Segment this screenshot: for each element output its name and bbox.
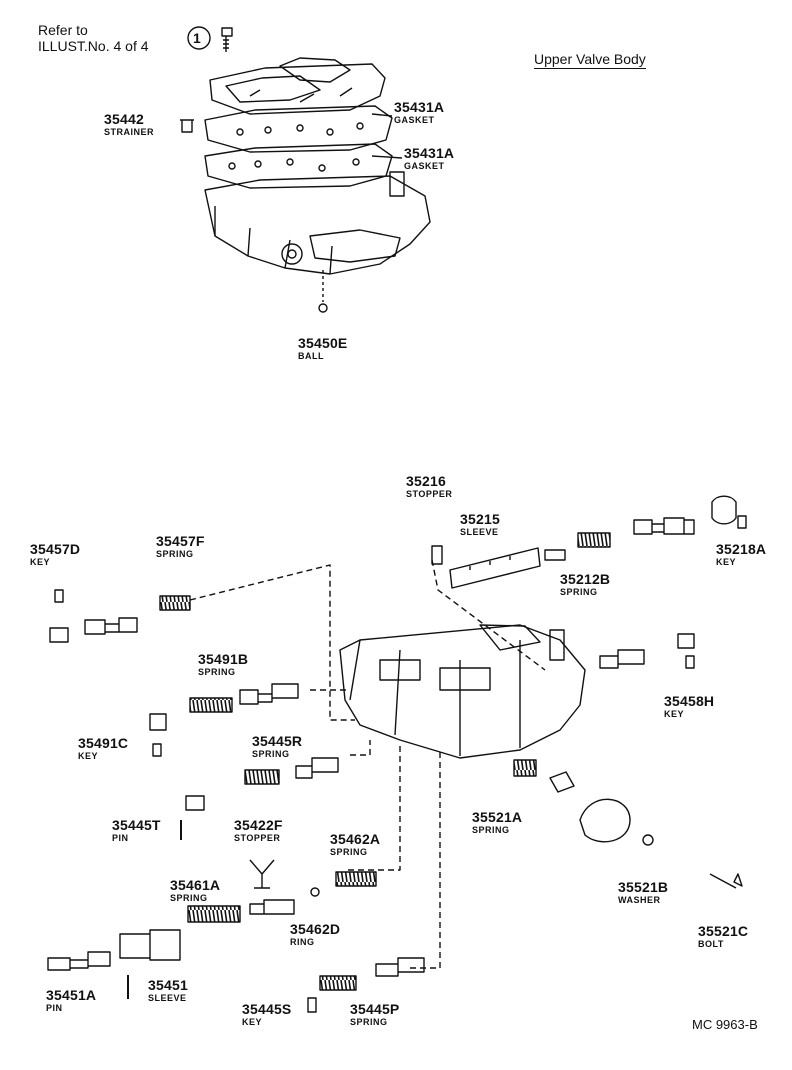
refer-line-1: Refer to xyxy=(38,22,88,38)
plug-35458-icon xyxy=(677,633,695,649)
ref-marker-number: 1 xyxy=(193,30,201,46)
page-title: Upper Valve Body xyxy=(534,51,646,69)
valve-35451-icon xyxy=(47,951,111,971)
valve-35491-icon xyxy=(239,683,299,705)
strainer-icon xyxy=(180,119,194,133)
spring-35491b-icon xyxy=(189,697,233,713)
lower-valve-body-casting xyxy=(339,624,586,759)
plug-35445-icon xyxy=(185,795,205,811)
plug-35212-icon xyxy=(544,549,566,561)
plug-35521-icon xyxy=(549,771,575,793)
bolt-35521c-icon xyxy=(709,873,743,889)
valve-35445r-icon xyxy=(295,757,339,779)
spring-35461a-icon xyxy=(187,905,241,923)
spring-35212b-icon xyxy=(577,532,611,548)
key-35218a-icon xyxy=(737,515,747,529)
accumulator-plate-icon xyxy=(579,798,631,843)
valve-upper-right-icon xyxy=(633,517,695,535)
spring-35445r-icon xyxy=(244,769,280,785)
diagram-code: MC 9963-B xyxy=(692,1017,758,1032)
valve-35457-icon xyxy=(84,617,138,635)
valve-35458-icon xyxy=(599,649,645,669)
refer-line-2: ILLUST.No. 4 of 4 xyxy=(38,38,149,54)
key-35457d-icon xyxy=(54,589,64,603)
valve-35445p-icon xyxy=(375,957,425,977)
key-35445s-icon xyxy=(307,997,317,1013)
spring-35457f-icon xyxy=(159,595,191,611)
spring-35521a-icon xyxy=(513,759,537,777)
upper-valve-body-casting xyxy=(204,171,431,275)
spring-35462a-icon xyxy=(335,871,377,887)
reference-bolt-icon xyxy=(187,26,233,52)
valve-35461-icon xyxy=(249,899,295,915)
upper-cover-plate xyxy=(209,57,386,115)
gasket-plate-1 xyxy=(204,105,393,153)
leader-lines-upper xyxy=(371,113,403,159)
stopper-35422f-icon xyxy=(249,859,275,889)
plug-35457-icon xyxy=(49,627,69,643)
assembly-guides xyxy=(189,559,546,969)
spring-35445p-icon xyxy=(319,975,357,991)
key-35491c-icon xyxy=(152,743,162,757)
stopper-35216-icon xyxy=(431,545,443,565)
sleeve-35451-icon xyxy=(119,929,181,961)
ring-35462d-icon xyxy=(310,887,320,897)
washer-35521b-icon xyxy=(642,834,654,846)
plug-35491-icon xyxy=(149,713,167,731)
sleeve-35215-icon xyxy=(449,547,541,589)
key-35458h-icon xyxy=(685,655,695,669)
plug-upper-right-icon xyxy=(711,495,737,525)
ball-icon xyxy=(318,270,328,313)
